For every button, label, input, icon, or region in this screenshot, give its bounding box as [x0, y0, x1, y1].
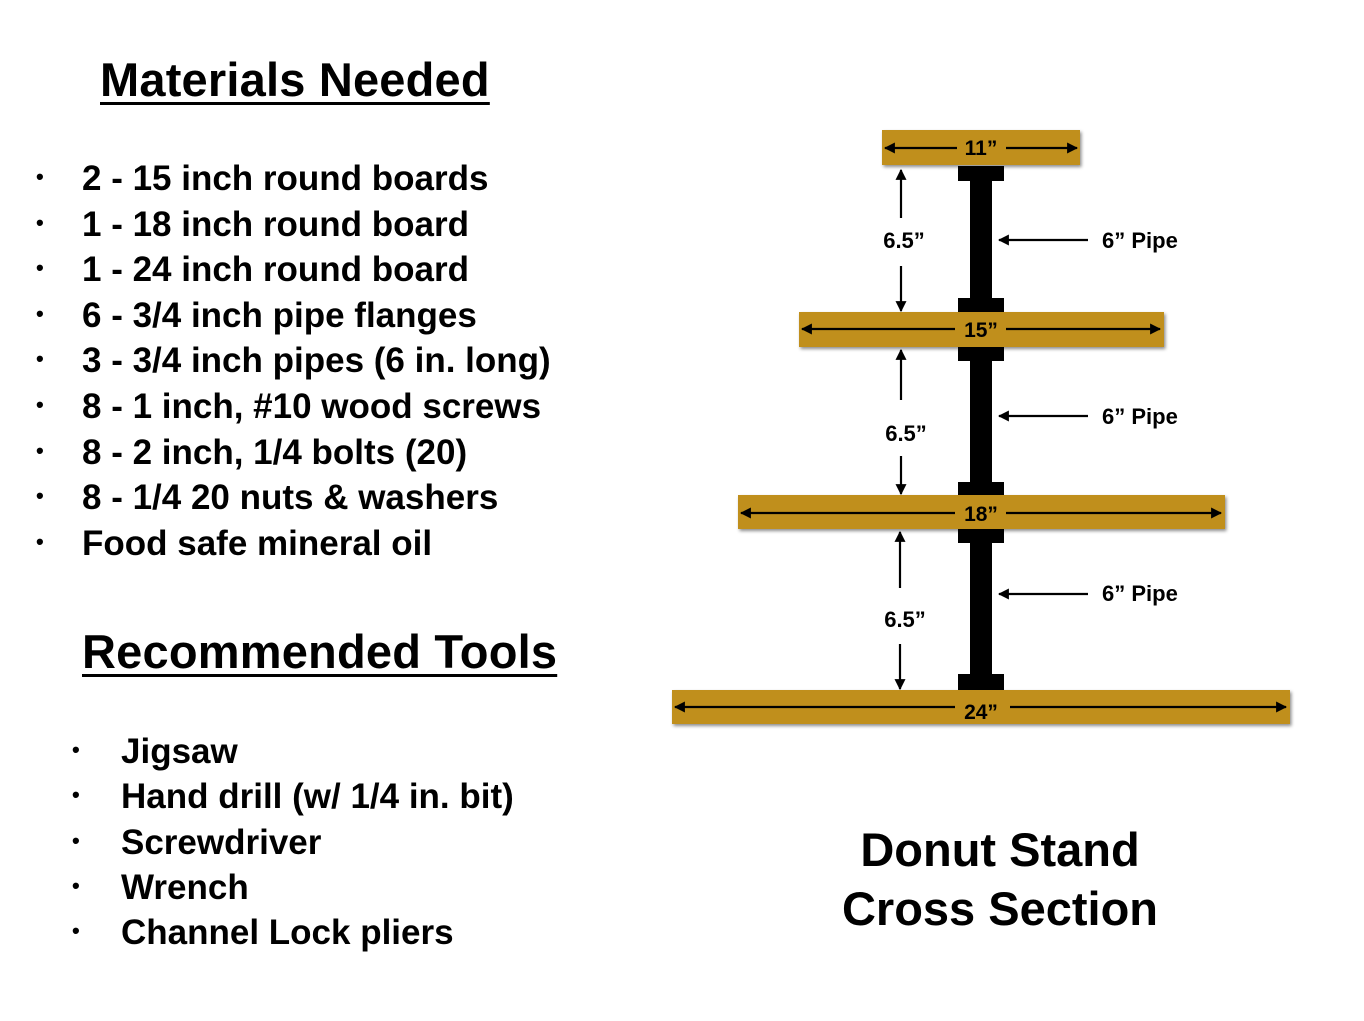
bullet-icon: •	[72, 872, 80, 898]
pipe-callout-2: 6” Pipe	[997, 404, 1178, 429]
board-15: 15”	[799, 312, 1164, 347]
pipe	[970, 541, 992, 676]
spacing-3: 6.5”	[884, 530, 926, 691]
bullet-icon: •	[36, 346, 44, 372]
bullet-icon: •	[72, 782, 80, 808]
pipe-callout-3: 6” Pipe	[997, 581, 1178, 606]
list-item: • 8 - 1/4 20 nuts & washers	[30, 477, 551, 523]
pipe-flange	[958, 166, 1004, 181]
list-item: • 2 - 15 inch round boards	[30, 158, 551, 204]
bullet-icon: •	[36, 437, 44, 463]
list-item: • Screwdriver	[72, 822, 514, 867]
caption-line: Cross Section	[841, 882, 1159, 935]
list-item-label: 3 - 3/4 inch pipes (6 in. long)	[82, 341, 551, 381]
pipe-callout-1: 6” Pipe	[997, 228, 1178, 253]
pipe-flange	[958, 298, 1004, 313]
list-item-label: Wrench	[121, 867, 249, 907]
spacing-label: 6.5”	[883, 228, 925, 253]
spacing-1: 6.5”	[883, 168, 925, 313]
spacing-label: 6.5”	[885, 421, 927, 446]
list-item-label: 2 - 15 inch round boards	[82, 159, 489, 198]
diagram-caption: Donut Stand Cross Section	[790, 820, 1210, 938]
list-item: • 1 - 24 inch round board	[30, 249, 551, 295]
pipe-flange	[958, 346, 1004, 361]
list-item-label: Jigsaw	[121, 732, 238, 771]
spacing-label: 6.5”	[884, 607, 926, 632]
list-item: • Food safe mineral oil	[30, 523, 551, 569]
bullet-icon: •	[72, 918, 80, 944]
pipe-label: 6” Pipe	[1102, 228, 1178, 253]
board-18: 18”	[738, 495, 1225, 529]
board-11: 11”	[882, 130, 1080, 165]
bullet-icon: •	[36, 255, 44, 281]
materials-heading: Materials Needed	[100, 53, 490, 106]
pipe-flange	[958, 482, 1004, 496]
list-item: • Wrench	[72, 867, 514, 912]
tools-list: • Jigsaw • Hand drill (w/ 1/4 in. bit) • Sc…	[72, 731, 514, 957]
caption-line: Donut Stand	[860, 823, 1140, 876]
list-item-label: Screwdriver	[121, 822, 322, 862]
bullet-icon: •	[36, 300, 44, 326]
board-width-label: 24”	[964, 701, 998, 724]
tools-heading: Recommended Tools	[82, 625, 558, 678]
spacing-2: 6.5”	[885, 348, 927, 496]
board-width-label: 18”	[964, 503, 998, 526]
list-item-label: 1 - 18 inch round board	[82, 204, 469, 244]
list-item-label: Channel Lock pliers	[121, 913, 454, 953]
pipe-label: 6” Pipe	[1102, 581, 1178, 606]
bullet-icon: •	[36, 164, 44, 189]
list-item-label: Hand drill (w/ 1/4 in. bit)	[121, 777, 514, 817]
board-24: 24”	[672, 690, 1290, 724]
list-item: • Jigsaw	[72, 731, 514, 776]
list-item: • 8 - 2 inch, 1/4 bolts (20)	[30, 432, 551, 478]
pipe-1	[958, 166, 1004, 313]
list-item: • 8 - 1 inch, #10 wood screws	[30, 386, 551, 432]
list-item-label: 1 - 24 inch round board	[82, 250, 469, 290]
board-width-label: 15”	[964, 319, 998, 342]
bullet-icon: •	[72, 827, 80, 853]
list-item: • Hand drill (w/ 1/4 in. bit)	[72, 776, 514, 821]
list-item-label: 8 - 2 inch, 1/4 bolts (20)	[82, 432, 468, 472]
pipe-3	[958, 528, 1004, 690]
pipe	[970, 179, 992, 299]
bullet-icon: •	[36, 483, 44, 509]
pipe-2	[958, 346, 1004, 496]
list-item: • Channel Lock pliers	[72, 912, 514, 957]
list-item-label: 8 - 1 inch, #10 wood screws	[82, 386, 542, 426]
pipe-flange	[958, 528, 1004, 543]
list-item: • 1 - 18 inch round board	[30, 204, 551, 250]
bullet-icon: •	[72, 737, 80, 762]
list-item-label: 6 - 3/4 inch pipe flanges	[82, 295, 477, 335]
pipe-label: 6” Pipe	[1102, 404, 1178, 429]
list-item-label: Food safe mineral oil	[82, 523, 433, 563]
list-item: • 3 - 3/4 inch pipes (6 in. long)	[30, 340, 551, 386]
bullet-icon: •	[36, 209, 44, 235]
board-width-label: 11”	[965, 137, 998, 160]
list-item: • 6 - 3/4 inch pipe flanges	[30, 295, 551, 341]
list-item-label: 8 - 1/4 20 nuts & washers	[82, 478, 499, 518]
materials-list: • 2 - 15 inch round boards • 1 - 18 inch r…	[30, 158, 551, 568]
pipe-flange	[958, 674, 1004, 690]
bullet-icon: •	[36, 391, 44, 417]
pipe	[970, 359, 992, 483]
bullet-icon: •	[36, 528, 44, 554]
